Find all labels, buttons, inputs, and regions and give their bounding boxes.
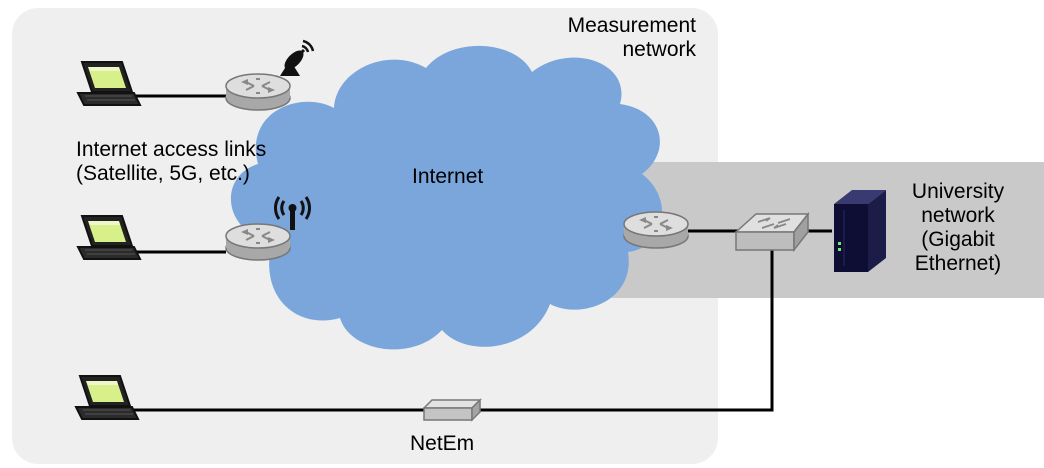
university-network-label: University network (Gigabit Ethernet) [888,180,1028,276]
access-links-label: Internet access links (Satellite, 5G, et… [76,138,266,186]
university-network-line-4: Ethernet) [914,252,1002,275]
internet-label: Internet [412,165,484,188]
internet-cloud [230,45,663,350]
connection-lines [132,94,832,412]
router-icon [225,223,291,261]
access-links-line-1: Internet access links [76,138,267,161]
measurement-network-line-2: network [622,38,696,61]
netem-box-icon [422,398,482,422]
server-icon [834,190,886,272]
switch-icon [734,211,810,253]
university-network-line-1: University [911,180,1005,203]
wireless-tower-icon [274,196,311,230]
netem-label: NetEm [410,432,475,455]
satellite-dish-icon [280,39,315,76]
measurement-network-label: Measurement network [568,14,696,62]
access-links-line-2: (Satellite, 5G, etc.) [76,162,250,185]
link-switch-netem-laptop3 [132,246,774,412]
university-network-line-3: (Gigabit [921,228,995,251]
router-icon [623,211,689,249]
university-network-line-2: network [921,204,995,227]
router-icon [225,73,291,111]
measurement-network-line-1: Measurement [567,14,696,37]
